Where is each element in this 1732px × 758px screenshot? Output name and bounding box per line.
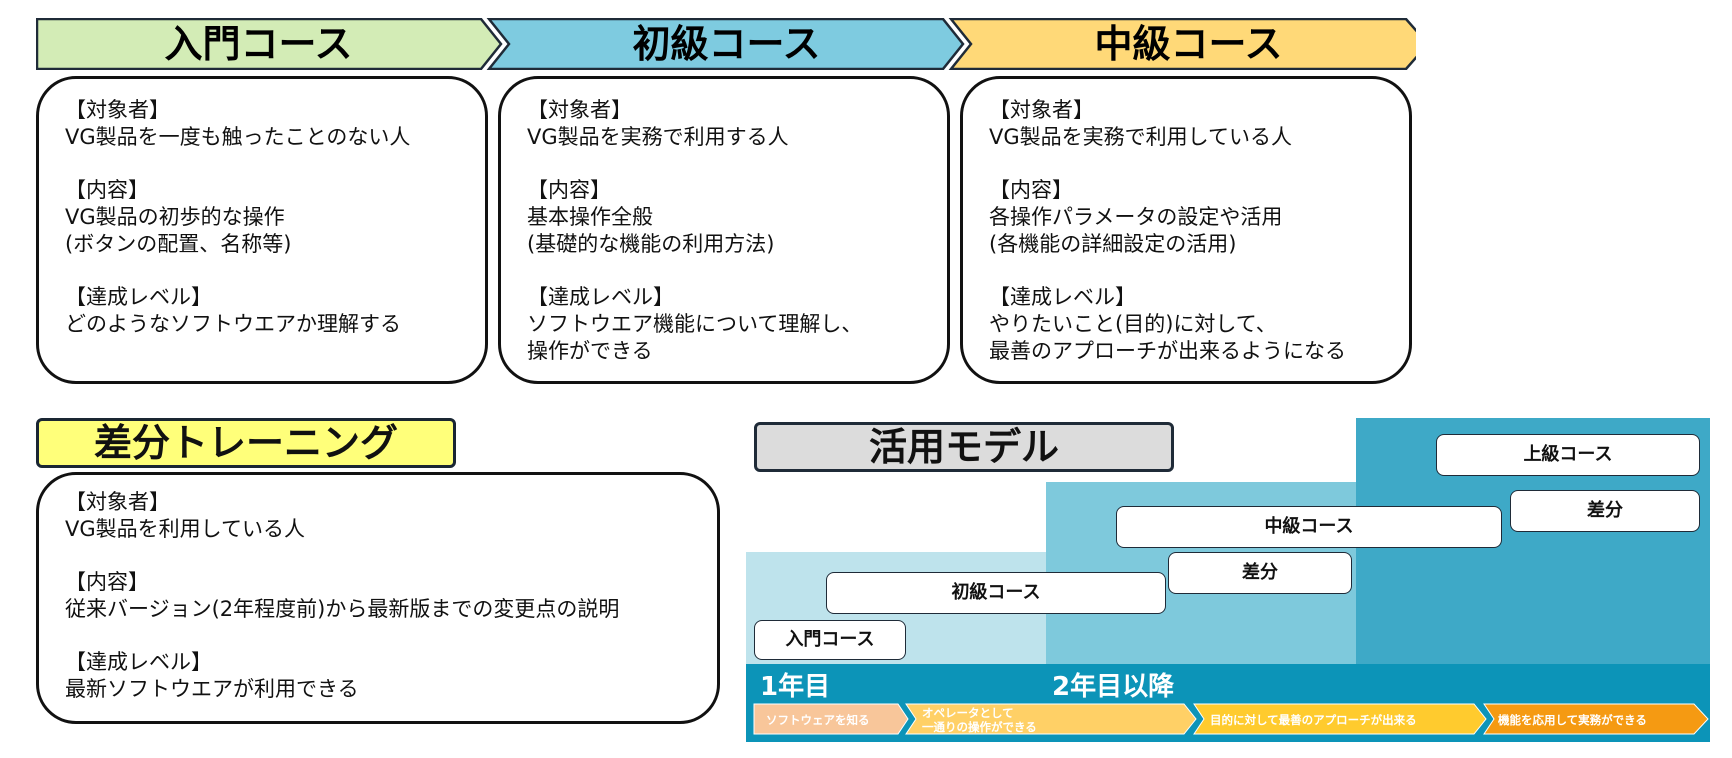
content-text: 各操作パラメータの設定や活用 (各機能の詳細設定の活用) (989, 205, 1283, 256)
chevron-shokyu (486, 18, 965, 70)
year-label-2: 2年目以降 (1052, 672, 1175, 702)
step-label-4: 機能を応用して実務ができる (1498, 713, 1647, 727)
chevron-arrows (36, 18, 1416, 70)
target-heading: 【対象者】 (65, 98, 170, 122)
level-text: どのようなソフトウエアか理解する (65, 312, 401, 336)
step-arrow-3 (1193, 703, 1487, 735)
course-title-shokyu: 初級コース (632, 22, 821, 66)
content-text: 従来バージョン(2年程度前)から最新版までの変更点の説明 (65, 597, 620, 621)
diff-training-title: 差分トレーニング (36, 418, 456, 468)
level-text: ソフトウエア機能について理解し、 操作ができる (527, 312, 863, 363)
step-arrow-2 (905, 703, 1197, 735)
progression-arrows: ソフトウェアを知る オペレータとして 一通りの操作ができる 目的に対して最善のア… (753, 703, 1709, 735)
step-label-2b: 一通りの操作ができる (922, 720, 1037, 734)
target-text: VG製品を一度も触ったことのない人 (65, 125, 411, 149)
chevron-chukyu (948, 18, 1416, 70)
diff-training-card: 【対象者】 VG製品を利用している人 【内容】 従来バージョン(2年程度前)から… (36, 472, 720, 724)
content-heading: 【内容】 (527, 178, 611, 202)
level-heading: 【達成レベル】 (989, 285, 1136, 309)
course-title-chukyu: 中級コース (1094, 22, 1283, 66)
step-label-2a: オペレータとして (922, 706, 1014, 720)
year-label-1: 1年目 (760, 672, 831, 702)
model-box-sabun-2: 差分 (1510, 490, 1700, 532)
step-label-3: 目的に対して最善のアプローチが出来る (1210, 713, 1417, 727)
target-text: VG製品を実務で利用する人 (527, 125, 789, 149)
model-title: 活用モデル (754, 422, 1174, 472)
model-box-nyumon: 入門コース (754, 620, 906, 660)
level-text: 最新ソフトウエアが利用できる (65, 677, 359, 701)
content-heading: 【内容】 (989, 178, 1073, 202)
course-title-nyumon: 入門コース (164, 22, 353, 66)
level-heading: 【達成レベル】 (65, 650, 212, 674)
chevron-nyumon (36, 18, 503, 70)
target-heading: 【対象者】 (65, 490, 170, 514)
content-heading: 【内容】 (65, 570, 149, 594)
course-card-chukyu: 【対象者】 VG製品を実務で利用している人 【内容】 各操作パラメータの設定や活… (960, 76, 1412, 384)
target-text: VG製品を利用している人 (65, 517, 306, 541)
course-card-nyumon: 【対象者】 VG製品を一度も触ったことのない人 【内容】 VG製品の初歩的な操作… (36, 76, 488, 384)
level-heading: 【達成レベル】 (65, 285, 212, 309)
model-box-jokyu: 上級コース (1436, 434, 1700, 476)
level-text: やりたいこと(目的)に対して、 最善のアプローチが出来るようになる (989, 312, 1346, 363)
step-label-1: ソフトウェアを知る (766, 713, 870, 727)
model-box-chukyu: 中級コース (1116, 506, 1502, 548)
content-heading: 【内容】 (65, 178, 149, 202)
course-chevron-header: 入門コース 初級コース 中級コース (36, 18, 1416, 70)
model-box-sabun-1: 差分 (1168, 552, 1352, 594)
course-card-shokyu: 【対象者】 VG製品を実務で利用する人 【内容】 基本操作全般 (基礎的な機能の… (498, 76, 950, 384)
content-text: 基本操作全般 (基礎的な機能の利用方法) (527, 205, 775, 256)
target-heading: 【対象者】 (989, 98, 1094, 122)
target-text: VG製品を実務で利用している人 (989, 125, 1293, 149)
step-arrow-1 (753, 703, 909, 735)
model-box-shokyu: 初級コース (826, 572, 1166, 614)
step-arrow-4 (1483, 703, 1709, 735)
target-heading: 【対象者】 (527, 98, 632, 122)
level-heading: 【達成レベル】 (527, 285, 674, 309)
content-text: VG製品の初歩的な操作 (ボタンの配置、名称等) (65, 205, 292, 256)
